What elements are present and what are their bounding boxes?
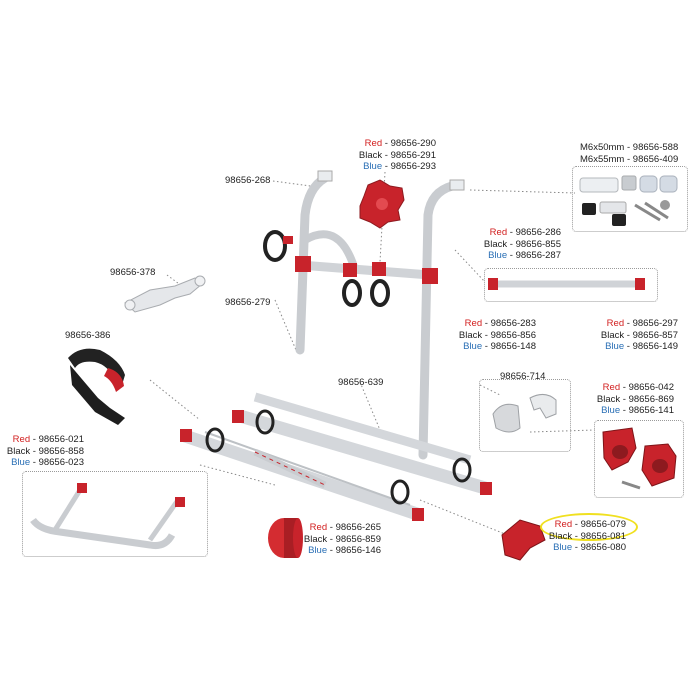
bracket-378-image	[124, 275, 206, 313]
cap-265-image	[268, 518, 303, 558]
highlight-circle	[540, 513, 638, 541]
screw-kit-box	[572, 166, 688, 232]
carrier-frame-image	[180, 170, 492, 522]
label-holder: Red - 98656-079 Black - 98656-081 Blue -…	[548, 519, 626, 553]
clamp-042-image	[602, 427, 677, 490]
label-bar-left: Red - 98656-283 Black - 98656-856 Blue -…	[458, 318, 536, 352]
clamp-box	[594, 420, 684, 498]
bar-top-image	[488, 278, 645, 290]
label-98656-279: 98656-279	[225, 297, 271, 308]
strap-386-image	[68, 348, 125, 425]
label-knob: Red - 98656-290 Black - 98656-291 Blue -…	[358, 138, 436, 172]
label-98656-268: 98656-268	[225, 175, 271, 186]
label-bar-right: Red - 98656-297 Black - 98656-857 Blue -…	[600, 318, 678, 352]
frame-021-image	[30, 483, 185, 549]
frame-box	[22, 471, 208, 557]
label-98656-378: 98656-378	[110, 267, 156, 278]
label-98656-714: 98656-714	[500, 371, 546, 382]
screw-kit-image	[579, 175, 678, 226]
label-cap: Red - 98656-265 Black - 98656-859 Blue -…	[303, 522, 381, 556]
label-bar-top: Red - 98656-286 Black - 98656-855 Blue -…	[483, 227, 561, 261]
label-clamp: Red - 98656-042 Black - 98656-869 Blue -…	[596, 382, 674, 416]
label-98656-386: 98656-386	[65, 330, 111, 341]
knob-image	[359, 179, 405, 229]
end-caps-box	[479, 379, 571, 452]
bar-top-box	[484, 268, 658, 302]
holder-079-image	[501, 519, 546, 561]
label-98656-639: 98656-639	[338, 377, 384, 388]
label-frame: Red - 98656-021 Black - 98656-858 Blue -…	[6, 434, 84, 468]
label-screws: M6x50mm - 98656-588 M6x55mm - 98656-409	[580, 142, 679, 165]
end-caps-714-image	[492, 394, 557, 433]
